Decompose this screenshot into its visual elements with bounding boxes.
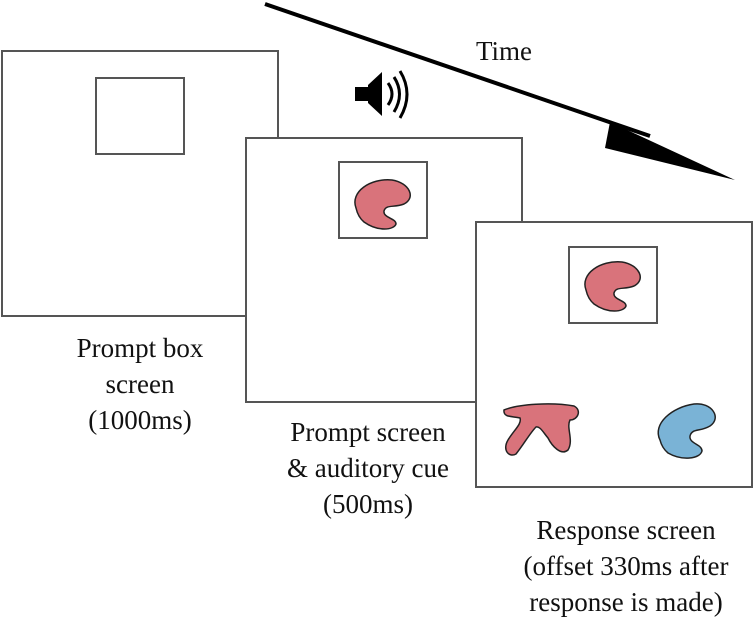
caption-line: & auditory cue xyxy=(287,453,449,483)
prompt-screen-caption: Prompt screen & auditory cue (500ms) xyxy=(250,414,486,522)
caption-line: Prompt screen xyxy=(290,417,446,447)
caption-line: response is made) xyxy=(529,587,723,617)
speaker-icon xyxy=(355,70,409,119)
response-screen xyxy=(475,221,753,488)
prompt-box-screen-caption: Prompt box screen (1000ms) xyxy=(20,330,260,438)
caption-line: screen xyxy=(105,369,175,399)
time-label: Time xyxy=(476,36,533,66)
caption-line: Prompt box xyxy=(76,333,204,363)
caption-line: (500ms) xyxy=(323,489,413,519)
caption-line: Response screen xyxy=(536,515,716,545)
red-s-shape xyxy=(584,261,641,312)
response-screen-caption: Response screen (offset 330ms after resp… xyxy=(500,512,752,620)
prompt-box-screen xyxy=(1,50,279,317)
blue-s-shape xyxy=(657,403,716,459)
caption-line: (1000ms) xyxy=(88,405,192,435)
time-arrow xyxy=(264,2,735,180)
caption-line: (offset 330ms after xyxy=(523,551,729,581)
prompt-box xyxy=(95,77,185,155)
red-s-shape xyxy=(354,179,411,230)
red-arrow-shape xyxy=(503,403,580,456)
